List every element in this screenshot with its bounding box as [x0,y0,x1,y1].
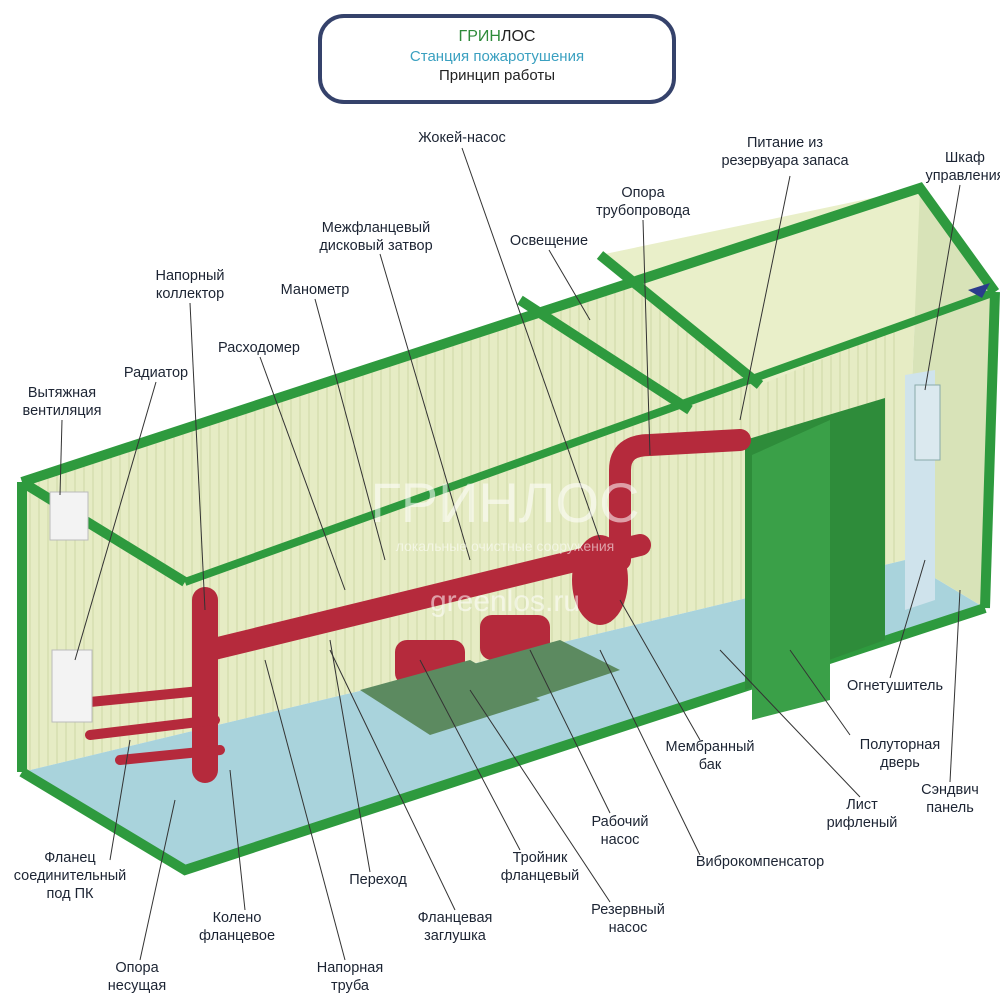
label-line: управления [925,168,1000,184]
label-line: Виброкомпенсатор [695,854,825,870]
label-butterfly-valve: Межфланцевый дисковый затвор [319,219,432,255]
label-line: Радиатор [123,365,189,381]
label-line: вентиляция [22,403,102,419]
label-blind-flange: Фланцевая заглушка [418,909,493,945]
label-line: Фланец [44,850,96,866]
label-hydrant-flange: Фланец соединительный под ПК [14,849,127,903]
pipework [55,429,751,783]
label-line: Огнетушитель [846,678,944,694]
label-manometer: Манометр [281,281,350,299]
label-line: Сэндвич [921,782,979,798]
label-line: рифленый [826,815,898,831]
label-supply-reservoir: Питание из резервуара запаса [721,134,848,170]
pump-skids [360,640,620,735]
label-line: Напорный [155,268,225,284]
label-sandwich-panel: Сэндвич панель [921,781,979,817]
radiator-shape [51,649,93,723]
label-line: панель [926,800,974,816]
label-pressure-manifold: Напорный коллектор [155,267,224,303]
label-line: Тройник [512,850,568,866]
brand-green: ГРИН [458,28,501,45]
container-frame [17,182,1000,876]
watermark-tagline: локальные очистные сооружения [395,538,615,554]
label-line: соединительный [13,868,127,884]
label-line: Освещение [509,233,589,249]
label-line: Лист [846,797,878,813]
label-extinguisher: Огнетушитель [847,677,943,695]
label-double-door: Полуторная дверь [860,736,940,772]
label-working-pump: Рабочий насос [591,813,648,849]
label-membrane-tank: Мембранный бак [665,738,754,774]
label-line: Питание из [746,135,823,151]
label-line: трубопровода [595,203,691,219]
label-line: Рабочий [591,814,649,830]
label-line: Опора [115,960,159,976]
label-line: дверь [880,755,920,771]
label-line: Мембранный [665,739,755,755]
label-radiator: Радиатор [124,364,188,382]
label-line: Шкаф [945,150,985,166]
title-box: ГРИНЛОС Станция пожаротушения Принцип ра… [318,14,676,104]
label-line: резервуара запаса [721,153,849,169]
label-line: насос [608,920,648,936]
label-checker-plate: Лист рифленый [827,796,898,832]
door-leaf [752,420,830,720]
brand-dark: ЛОС [500,28,536,45]
label-line: дисковый затвор [319,238,433,254]
label-flanged-tee: Тройник фланцевый [501,849,580,885]
label-bearing-support: Опора несущая [108,959,166,995]
label-line: Фланцевая [417,910,493,926]
floor [22,560,985,870]
label-lighting: Освещение [510,232,588,250]
label-standby-pump: Резервный насос [591,901,665,937]
watermark-site: greenlos.ru [429,585,581,618]
brand-title: ГРИНЛОС [322,28,672,46]
label-line: Полуторная [859,737,941,753]
label-flowmeter: Расходомер [218,339,300,357]
heading: Принцип работы [439,67,555,84]
roof-panel [600,188,990,385]
label-line: Манометр [280,282,350,298]
label-reducer: Переход [349,871,407,889]
label-exhaust-vent: Вытяжная вентиляция [23,384,102,420]
label-flanged-elbow: Колено фланцевое [199,909,275,945]
label-line: насос [600,832,640,848]
label-line: фланцевое [198,928,276,944]
watermark-brand: ГРИНЛОС [370,471,640,534]
label-line: труба [330,978,369,994]
label-line: Межфланцевый [321,220,431,236]
label-line: несущая [107,978,167,994]
label-jockey-pump: Жокей-насос [418,129,506,147]
label-control-cabinet: Шкаф управления [925,149,1000,185]
vent-grille [49,491,89,541]
label-line: Расходомер [218,340,300,356]
label-line: заглушка [424,928,486,944]
control-cabinet-box [914,384,941,461]
label-line: Вытяжная [27,385,97,401]
label-line: Переход [349,872,407,888]
label-line: фланцевый [500,868,580,884]
label-line: Колено [212,910,262,926]
label-pipe-support: Опора трубопровода [596,184,690,220]
label-line: Напорная [316,960,384,976]
label-pressure-pipe: Напорная труба [317,959,383,995]
membrane-tank-shape [572,535,628,625]
label-line: под ПК [46,886,94,902]
label-line: Опора [621,185,665,201]
label-line: Жокей-насос [418,130,506,146]
label-vibration-compensator: Виброкомпенсатор [696,853,824,871]
leader-lines [59,147,961,961]
label-line: бак [698,757,722,773]
subtitle: Станция пожаротушения [409,48,585,65]
arrow-icon [968,283,990,298]
label-line: коллектор [155,286,225,302]
label-line: Резервный [591,902,665,918]
